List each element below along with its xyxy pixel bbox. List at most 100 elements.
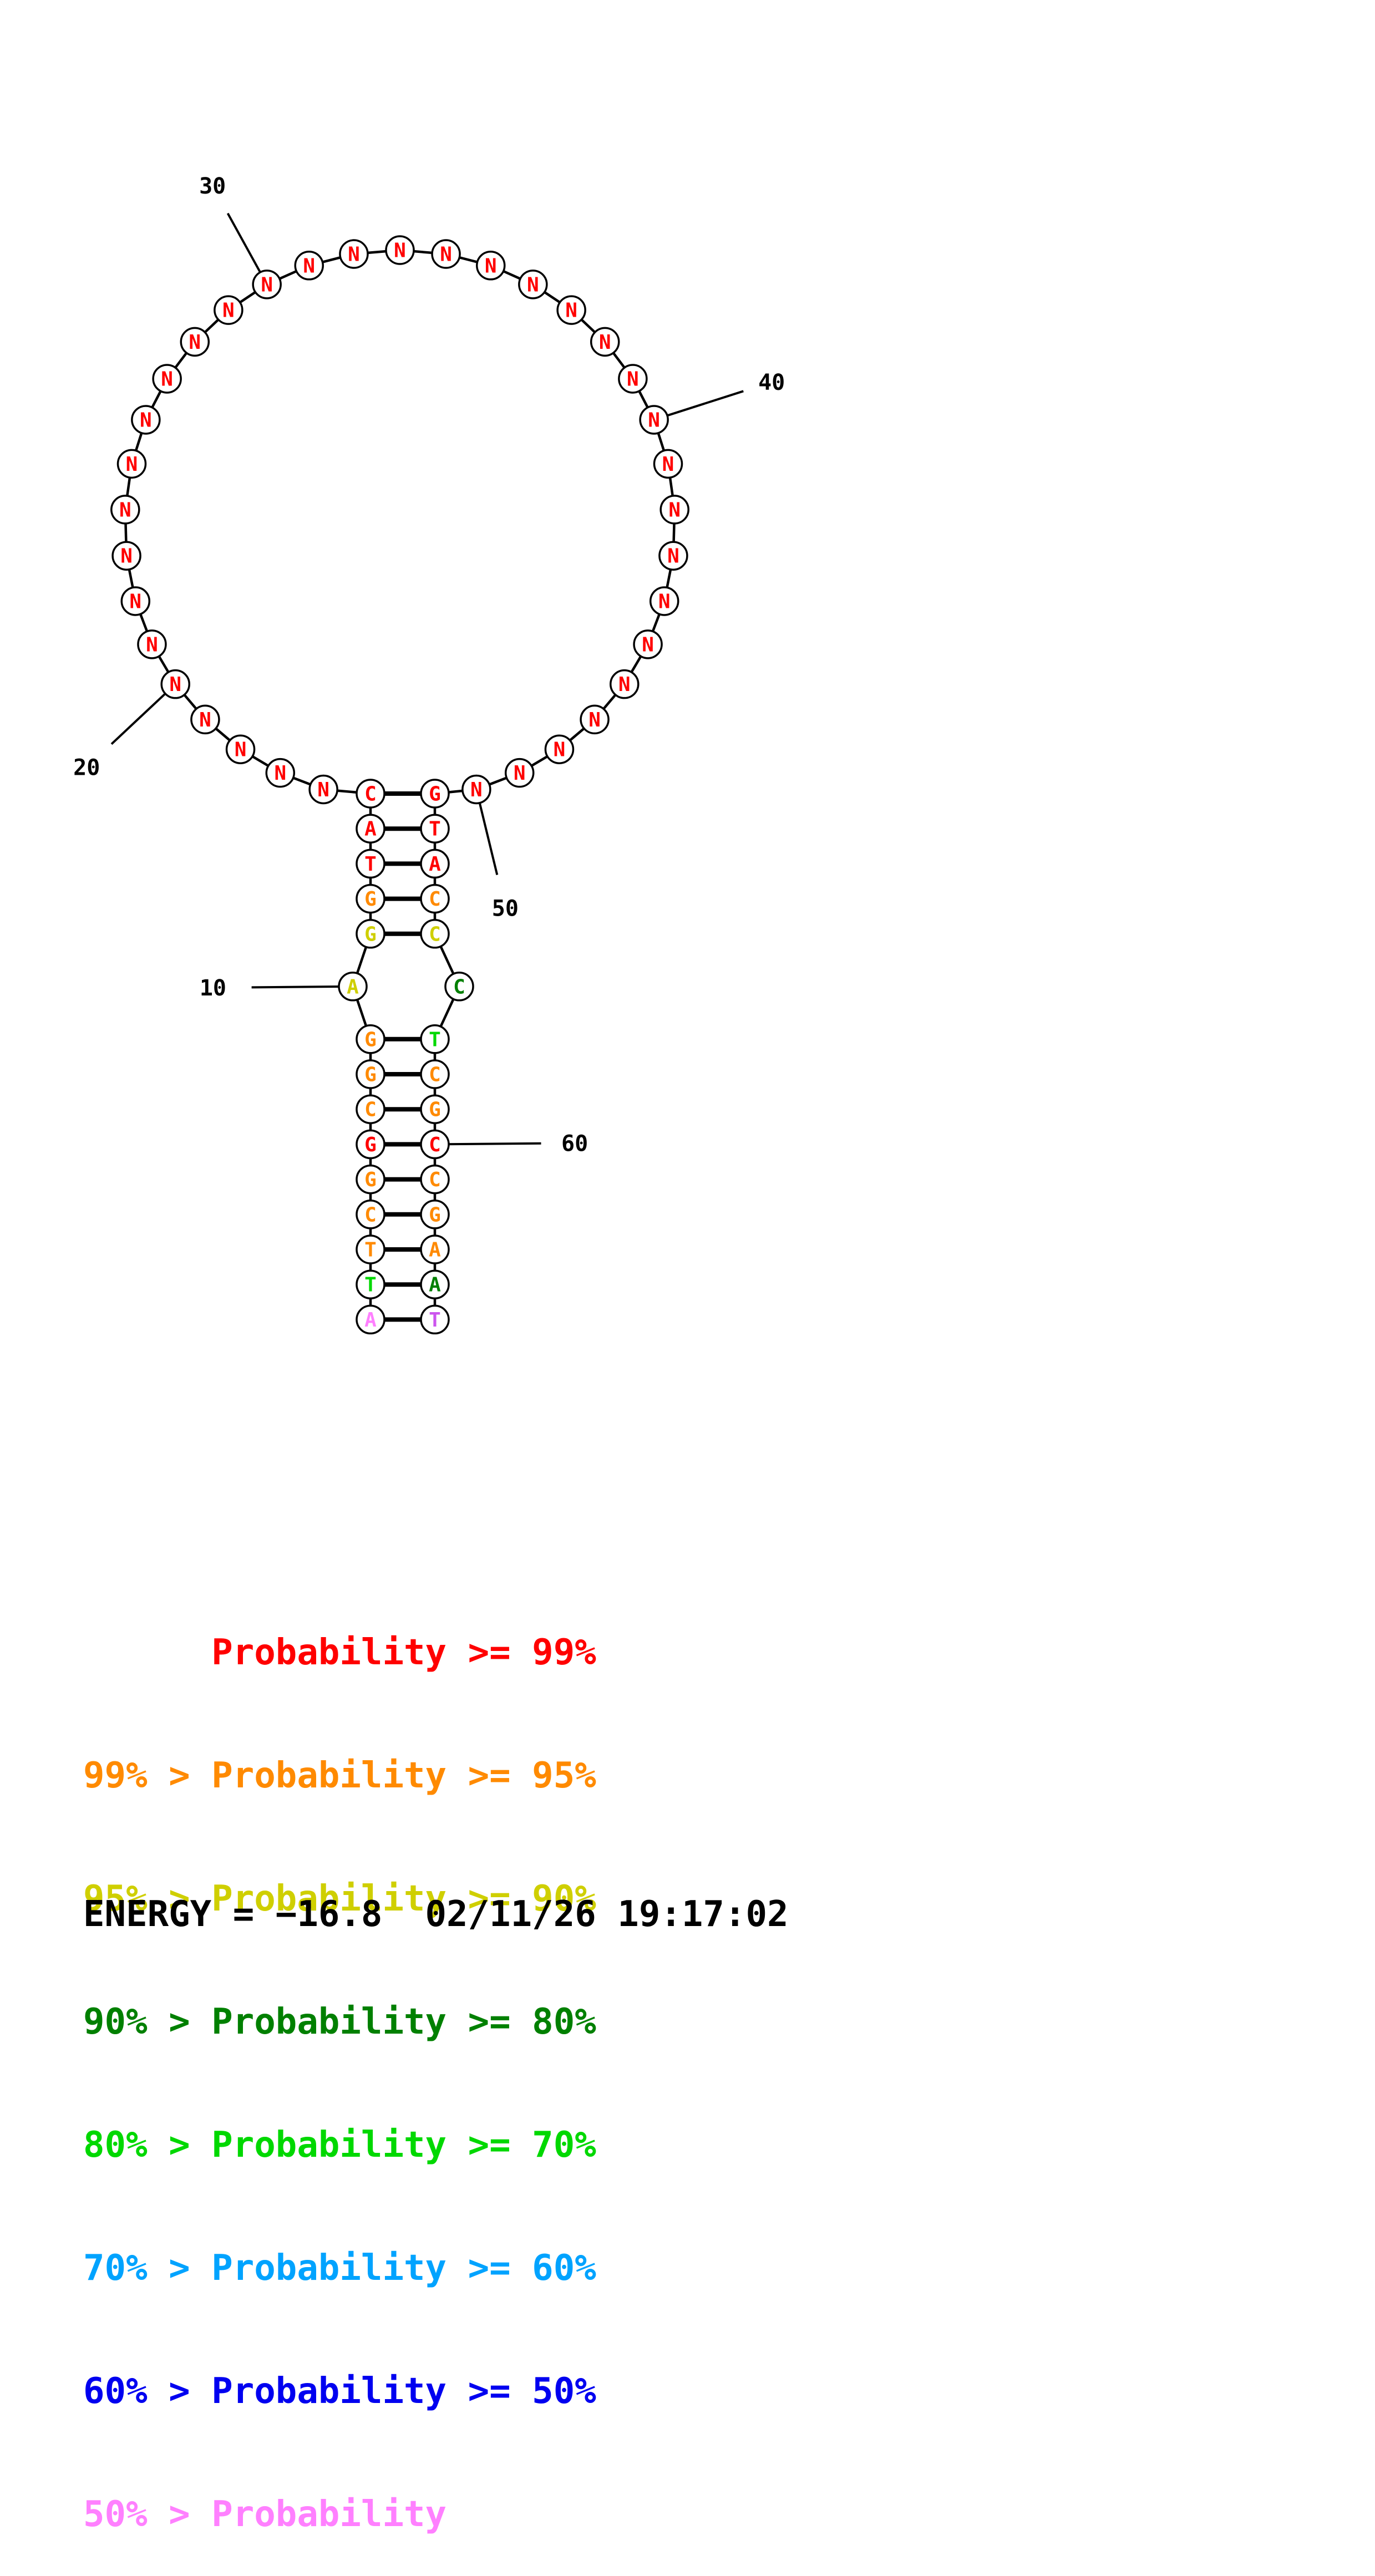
- nucleotide-55: [420, 919, 450, 949]
- nucleotide-33: [385, 235, 415, 265]
- nucleotide-base-43: N: [667, 545, 679, 568]
- nucleotide-base-9: G: [364, 1028, 377, 1051]
- nucleotide-14: [356, 814, 385, 844]
- label-line-60: [434, 1142, 541, 1146]
- nucleotide-64: [420, 1269, 450, 1299]
- nucleotide-21: [137, 629, 167, 659]
- position-label-20: 20: [73, 755, 100, 781]
- nucleotide-46: [610, 669, 640, 699]
- nucleotide-base-10: A: [347, 975, 359, 998]
- nucleotide-base-30: N: [261, 273, 273, 296]
- nucleotide-base-32: N: [348, 243, 360, 266]
- nucleotide-base-41: N: [662, 453, 674, 476]
- nucleotide-42: [659, 495, 689, 525]
- nucleotide-52: [420, 814, 450, 844]
- legend-row-95-90: 95% > Probability >= 90%: [83, 1878, 596, 1919]
- nucleotide-25: [116, 449, 147, 479]
- nucleotide-base-42: N: [668, 499, 681, 521]
- nucleotide-57: [420, 1024, 450, 1054]
- nucleotide-32: [339, 239, 369, 269]
- nucleotide-base-59: G: [429, 1099, 441, 1121]
- energy-readout: ENERGY = −16.8 02/11/26 19:17:02: [83, 1894, 789, 1935]
- nucleotide-base-33: N: [394, 240, 406, 262]
- nucleotide-base-4: C: [364, 1203, 377, 1226]
- nucleotide-base-40: N: [648, 409, 660, 431]
- nucleotide-1: [356, 1304, 385, 1335]
- nucleotide-base-24: N: [119, 499, 131, 521]
- legend-row-60-50: 60% > Probability >= 50%: [83, 2371, 596, 2412]
- nucleotide-61: [420, 1164, 450, 1195]
- nucleotide-35: [476, 251, 506, 281]
- nucleotide-30: [252, 270, 282, 299]
- nucleotide-base-53: A: [429, 853, 441, 876]
- nucleotide-44: [649, 586, 679, 616]
- nucleotide-base-46: N: [618, 673, 631, 696]
- nucleotide-base-19: N: [199, 709, 211, 731]
- nucleotide-base-39: N: [627, 368, 639, 390]
- nucleotide-base-56: C: [453, 975, 465, 998]
- nucleotide-base-44: N: [658, 590, 671, 613]
- nucleotide-26: [131, 405, 161, 435]
- nucleotide-8: [356, 1059, 385, 1089]
- legend-row-99-95: 99% > Probability >= 95%: [83, 1755, 596, 1796]
- nucleotide-63: [420, 1234, 450, 1264]
- probability-legend: Probability >= 99% 99% > Probability >= …: [83, 1550, 596, 2576]
- position-label-60: 60: [561, 1131, 588, 1156]
- nucleotide-6: [356, 1129, 385, 1160]
- nucleotide-base-13: T: [364, 853, 377, 876]
- legend-row-below-50: 50% > Probability: [83, 2494, 447, 2535]
- nucleotide-38: [590, 327, 620, 357]
- nucleotide-37: [556, 295, 586, 325]
- nucleotide-39: [618, 364, 648, 394]
- nucleotide-base-57: T: [429, 1028, 441, 1051]
- nucleotide-49: [504, 758, 535, 788]
- nucleotide-29: [214, 295, 243, 325]
- nucleotide-base-48: N: [554, 739, 566, 761]
- nucleotide-11: [356, 919, 385, 949]
- label-line-10: [251, 985, 353, 989]
- nucleotide-base-52: T: [429, 818, 441, 841]
- position-label-40: 40: [758, 370, 785, 395]
- nucleotide-5: [356, 1164, 385, 1195]
- nucleotide-base-12: G: [364, 888, 377, 911]
- nucleotide-base-1: A: [364, 1309, 377, 1332]
- nucleotide-15: [356, 779, 385, 809]
- nucleotide-36: [518, 270, 548, 299]
- nucleotide-base-25: N: [126, 453, 138, 476]
- legend-row-99: Probability >= 99%: [83, 1632, 596, 1673]
- nucleotide-2: [356, 1269, 385, 1299]
- nucleotide-51: [420, 779, 450, 809]
- nucleotide-34: [431, 239, 461, 269]
- nucleotide-base-29: N: [222, 299, 235, 322]
- nucleotide-28: [180, 327, 210, 357]
- label-line-40: [653, 390, 744, 421]
- nucleotide-19: [190, 704, 220, 735]
- nucleotide-base-64: A: [429, 1274, 441, 1297]
- nucleotide-45: [633, 629, 663, 659]
- nucleotide-base-35: N: [485, 255, 497, 277]
- nucleotide-23: [111, 541, 141, 571]
- nucleotide-base-63: A: [429, 1239, 441, 1262]
- nucleotide-base-14: A: [364, 818, 377, 841]
- nucleotide-base-11: G: [364, 923, 377, 946]
- position-label-10: 10: [200, 975, 226, 1001]
- nucleotide-base-15: C: [364, 783, 377, 806]
- nucleotide-65: [420, 1304, 450, 1335]
- nucleotide-base-65: T: [429, 1309, 441, 1332]
- nucleotide-base-7: C: [364, 1099, 377, 1121]
- nucleotide-13: [356, 848, 385, 879]
- position-label-50: 50: [492, 896, 519, 921]
- nucleotide-7: [356, 1094, 385, 1124]
- legend-row-90-80: 90% > Probability >= 80%: [83, 2001, 596, 2042]
- nucleotide-40: [639, 405, 669, 435]
- nucleotide-base-49: N: [514, 762, 526, 785]
- nucleotide-18: [225, 734, 256, 764]
- nucleotide-base-17: N: [274, 762, 286, 785]
- nucleotide-50: [461, 774, 491, 805]
- nucleotide-31: [294, 251, 324, 281]
- nucleotide-base-58: C: [429, 1064, 441, 1086]
- nucleotide-base-2: T: [364, 1274, 377, 1297]
- nucleotide-base-8: G: [364, 1064, 377, 1086]
- nucleotide-base-36: N: [527, 273, 539, 296]
